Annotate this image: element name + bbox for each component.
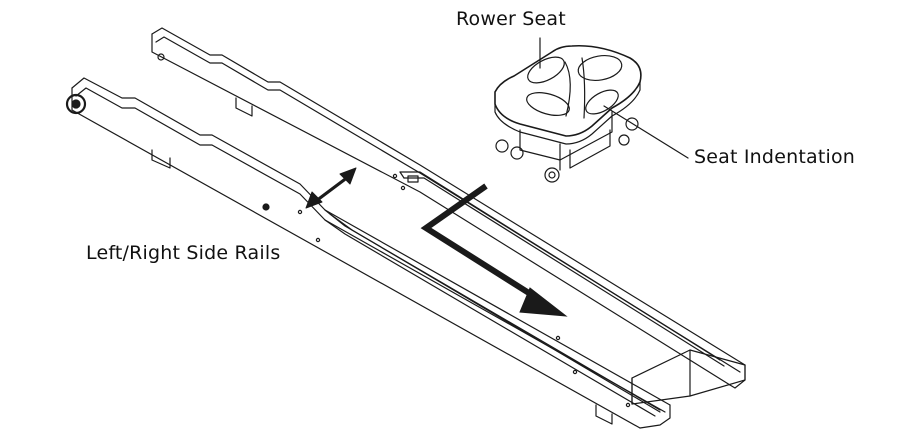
seat-indentation-leader [604,106,688,158]
rower-seat-label: Rower Seat [456,8,566,30]
seat-placement-arrow [426,186,566,316]
side-rails-label: Left/Right Side Rails [86,242,281,264]
rail-spacing-arrow [306,168,356,208]
end-plate [632,350,745,404]
rower-seat [495,46,641,182]
seat-indentation-label: Seat Indentation [694,146,856,168]
back-side-rail [152,28,745,388]
